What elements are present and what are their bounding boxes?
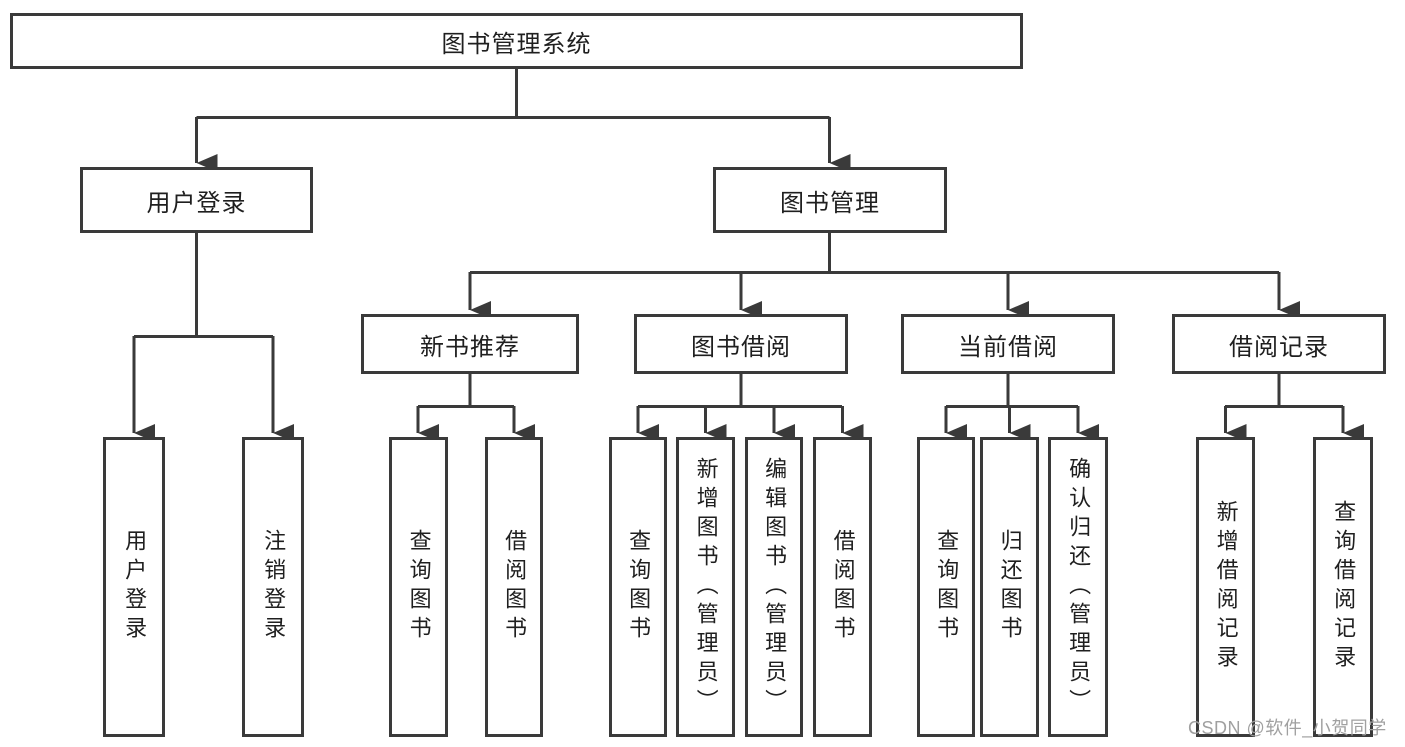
leaf-newbook-query-book: 查询图书 [389,437,448,737]
leaf-confirm-return-admin-label: 确认归还（管理员） [1066,456,1092,718]
leaf-borrow-borrow-book: 借阅图书 [813,437,872,737]
leaf-add-borrow-record: 新增借阅记录 [1196,437,1255,737]
node-book-borrow: 图书借阅 [634,314,848,374]
node-current-borrow: 当前借阅 [901,314,1115,374]
leaf-add-book-admin: 新增图书（管理员） [676,437,735,737]
leaf-newbook-query-book-label: 查询图书 [406,529,432,645]
node-borrow-records: 借阅记录 [1172,314,1386,374]
leaf-confirm-return-admin: 确认归还（管理员） [1048,437,1108,737]
node-user-login-label: 用户登录 [146,189,247,217]
csdn-watermark: CSDN @软件_小贺同学 [1188,718,1387,738]
leaf-current-query-book: 查询图书 [917,437,975,737]
connector-bus [134,69,1343,408]
leaf-edit-book-admin: 编辑图书（管理员） [745,437,803,737]
node-borrow-records-label: 借阅记录 [1229,333,1329,361]
node-user-login: 用户登录 [80,167,313,233]
leaf-user-login: 用户登录 [103,437,165,737]
node-root-label: 图书管理系统 [441,30,592,58]
node-current-borrow-label: 当前借阅 [958,333,1058,361]
leaf-logout-label: 注销登录 [261,529,287,645]
leaf-return-book: 归还图书 [980,437,1039,737]
leaf-newbook-borrow-book-label: 借阅图书 [502,529,528,645]
leaf-query-borrow-record: 查询借阅记录 [1313,437,1373,737]
node-root: 图书管理系统 [10,13,1023,69]
leaf-return-book-label: 归还图书 [997,529,1023,645]
leaf-logout: 注销登录 [242,437,304,737]
node-new-book-recommend-label: 新书推荐 [420,333,520,361]
leaf-add-borrow-record-label: 新增借阅记录 [1213,500,1239,674]
node-new-book-recommend: 新书推荐 [361,314,579,374]
leaf-edit-book-admin-label: 编辑图书（管理员） [762,456,788,718]
leaf-newbook-borrow-book: 借阅图书 [485,437,543,737]
node-book-management: 图书管理 [713,167,947,233]
node-book-management-label: 图书管理 [780,189,880,217]
leaf-current-query-book-label: 查询图书 [934,529,960,645]
leaf-user-login-label: 用户登录 [122,529,148,645]
leaf-borrow-query-book: 查询图书 [609,437,667,737]
leaf-add-book-admin-label: 新增图书（管理员） [693,456,719,718]
leaf-query-borrow-record-label: 查询借阅记录 [1331,500,1357,674]
leaf-borrow-query-book-label: 查询图书 [626,529,652,645]
node-book-borrow-label: 图书借阅 [691,333,791,361]
leaf-borrow-borrow-book-label: 借阅图书 [830,529,856,645]
